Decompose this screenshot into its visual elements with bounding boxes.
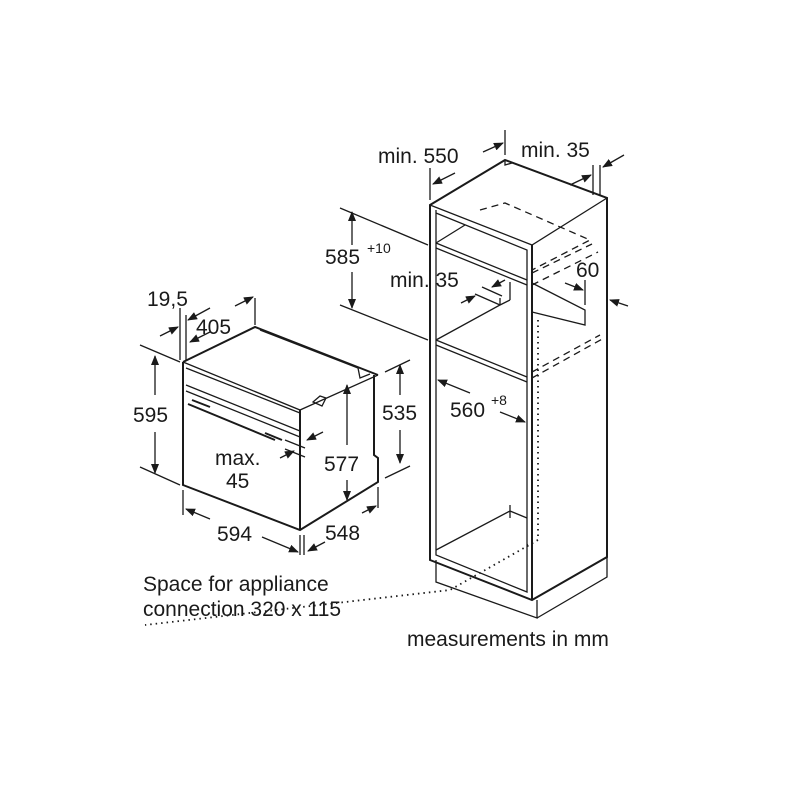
units-note: measurements in mm bbox=[407, 628, 609, 651]
cabinet-drawing bbox=[144, 158, 608, 626]
label-548: 548 bbox=[325, 522, 360, 545]
label-535: 535 bbox=[382, 402, 417, 425]
label-405: 405 bbox=[196, 316, 231, 339]
connection-note-line2: connection 320 x 115 bbox=[143, 598, 341, 621]
oven-dimensions bbox=[139, 296, 411, 555]
label-min-35-top: min. 35 bbox=[521, 139, 590, 162]
label-max: max. bbox=[215, 447, 261, 470]
label-60: 60 bbox=[576, 259, 599, 282]
label-560: 560 bbox=[450, 399, 485, 422]
label-585: 585 bbox=[325, 246, 360, 269]
label-45: 45 bbox=[226, 470, 249, 493]
label-19-5: 19,5 bbox=[147, 288, 188, 311]
oven-labels: 19,5 405 595 535 577 max. 45 594 548 bbox=[133, 288, 417, 546]
label-560-tolerance: +8 bbox=[491, 392, 507, 408]
label-595: 595 bbox=[133, 404, 168, 427]
label-min-550: min. 550 bbox=[378, 145, 459, 168]
label-594: 594 bbox=[217, 523, 252, 546]
label-577: 577 bbox=[324, 453, 359, 476]
cabinet-labels: min. 550 min. 35 585 +10 min. 35 60 560 … bbox=[325, 139, 599, 422]
label-min-35-mid: min. 35 bbox=[390, 269, 459, 292]
oven-drawing bbox=[182, 325, 379, 532]
connection-note-line1: Space for appliance bbox=[143, 573, 329, 596]
cabinet-dimensions bbox=[339, 130, 629, 423]
label-585-tolerance: +10 bbox=[367, 240, 391, 256]
